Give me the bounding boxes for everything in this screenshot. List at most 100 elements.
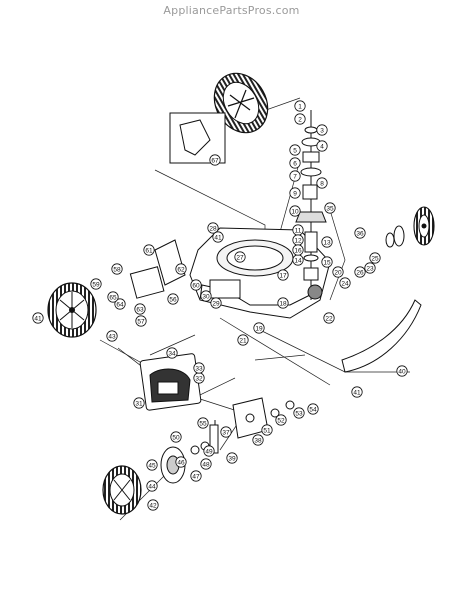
rear-deflector <box>341 299 422 373</box>
callout-label: 67 <box>211 157 219 164</box>
callout-40: 40 <box>396 365 408 377</box>
callout-label: 63 <box>136 306 144 313</box>
callout-label: 53 <box>295 410 303 417</box>
callout-62: 62 <box>175 263 187 275</box>
callout-21: 21 <box>237 334 249 346</box>
callout-label: 2 <box>298 116 302 123</box>
callout-label: 47 <box>192 473 200 480</box>
callout-label: 54 <box>309 406 317 413</box>
callout-29: 29 <box>210 297 222 309</box>
callout-label: 13 <box>323 239 331 246</box>
callout-label: 58 <box>113 266 121 273</box>
callout-label: 6 <box>293 160 297 167</box>
callout-57: 57 <box>135 315 147 327</box>
callout-label: 17 <box>279 272 287 279</box>
callout-50: 50 <box>170 431 182 443</box>
callout-19: 19 <box>253 322 265 334</box>
callout-label: 31 <box>135 400 143 407</box>
callout-label: 27 <box>236 254 244 261</box>
callout-41: 41 <box>212 231 224 243</box>
callout-label: 4 <box>320 143 324 150</box>
callout-label: 30 <box>202 293 210 300</box>
callout-18: 18 <box>277 297 289 309</box>
callout-59: 59 <box>90 278 102 290</box>
callout-label: 42 <box>149 502 157 509</box>
callout-label: 41 <box>353 389 361 396</box>
callout-25: 25 <box>369 252 381 264</box>
callout-label: 48 <box>202 461 210 468</box>
callout-label: 12 <box>294 237 302 244</box>
callout-64: 64 <box>114 298 126 310</box>
callout-52: 52 <box>275 414 287 426</box>
callout-label: 51 <box>263 427 271 434</box>
grass-catcher <box>139 353 202 411</box>
callout-49: 49 <box>203 445 215 457</box>
callout-35: 35 <box>324 202 336 214</box>
watermark: AppliancePartsPros.com <box>163 4 300 17</box>
callout-43: 43 <box>106 330 118 342</box>
callout-label: 23 <box>366 265 374 272</box>
callout-label: 41 <box>214 234 222 241</box>
callout-37: 37 <box>220 426 232 438</box>
callout-2: 2 <box>294 113 306 125</box>
callout-24: 24 <box>339 277 351 289</box>
callout-22: 22 <box>323 312 335 324</box>
callout-label: 36 <box>356 230 364 237</box>
wheel-left <box>47 282 97 338</box>
wheel-right <box>385 206 435 248</box>
callout-label: 28 <box>209 225 217 232</box>
callout-47: 47 <box>190 470 202 482</box>
callout-label: 21 <box>239 337 247 344</box>
callout-label: 9 <box>293 190 297 197</box>
callout-28: 28 <box>207 222 219 234</box>
callout-5: 5 <box>289 144 301 156</box>
callout-label: 57 <box>137 318 145 325</box>
callout-4: 4 <box>316 140 328 152</box>
callout-label: 8 <box>320 180 324 187</box>
height-adjuster <box>209 397 295 454</box>
callout-label: 37 <box>222 429 230 436</box>
callout-32: 32 <box>193 372 205 384</box>
callout-45: 45 <box>146 459 158 471</box>
callout-label: 19 <box>255 325 263 332</box>
callout-label: 26 <box>356 269 364 276</box>
callout-11: 11 <box>292 224 304 236</box>
callout-label: 64 <box>116 301 124 308</box>
callout-label: 65 <box>109 294 117 301</box>
callout-label: 38 <box>254 437 262 444</box>
callout-label: 56 <box>169 296 177 303</box>
callout-42: 42 <box>147 499 159 511</box>
callout-56: 56 <box>167 293 179 305</box>
callout-label: 44 <box>148 483 156 490</box>
callout-53: 53 <box>293 407 305 419</box>
callout-44: 44 <box>146 480 158 492</box>
callout-label: 25 <box>371 255 379 262</box>
callout-27: 27 <box>234 251 246 263</box>
callout-8: 8 <box>316 177 328 189</box>
callout-12: 12 <box>292 234 304 246</box>
callout-51: 51 <box>261 424 273 436</box>
callout-3: 3 <box>316 124 328 136</box>
callout-16: 16 <box>292 244 304 256</box>
callout-63: 63 <box>134 303 146 315</box>
callout-label: 24 <box>341 280 349 287</box>
callout-label: 41 <box>34 315 42 322</box>
callout-label: 15 <box>323 259 331 266</box>
callout-label: 52 <box>277 417 285 424</box>
callout-34: 34 <box>166 347 178 359</box>
callout-30: 30 <box>200 290 212 302</box>
callout-10: 10 <box>289 205 301 217</box>
callout-label: 5 <box>293 147 297 154</box>
bracket-67 <box>169 112 226 164</box>
callout-67: 67 <box>209 154 221 166</box>
callout-label: 11 <box>295 227 302 234</box>
callout-label: 55 <box>199 420 207 427</box>
callout-17: 17 <box>277 269 289 281</box>
callout-54: 54 <box>307 403 319 415</box>
callout-39: 39 <box>226 452 238 464</box>
callout-48: 48 <box>200 458 212 470</box>
callout-label: 14 <box>294 257 302 264</box>
callout-15: 15 <box>321 256 333 268</box>
